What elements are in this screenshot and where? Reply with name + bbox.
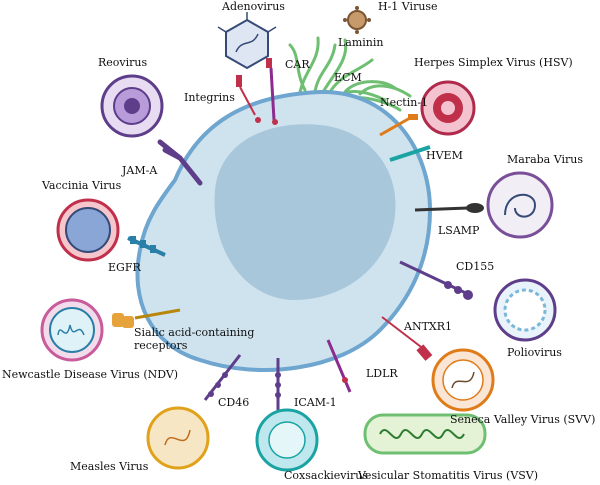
adenovirus-icon xyxy=(217,12,277,70)
reovirus-icon xyxy=(100,74,164,138)
car-receptor xyxy=(266,58,278,125)
ldlr-receptor xyxy=(326,339,352,393)
integrins-receptor xyxy=(236,75,261,123)
label-vaccinia: Vaccinia Virus xyxy=(41,179,122,192)
label-icam1: ICAM-1 xyxy=(294,396,337,409)
icam1-receptor xyxy=(275,358,281,410)
label-maraba: Maraba Virus xyxy=(507,153,583,166)
jama-receptor xyxy=(157,139,203,186)
h1-virus-icon xyxy=(343,6,371,34)
label-car: CAR xyxy=(285,58,310,71)
egfr-receptor xyxy=(127,236,166,257)
nectin1-receptor xyxy=(379,114,418,137)
maraba-virus-icon xyxy=(486,171,554,239)
vsv-icon xyxy=(363,413,487,455)
label-sialic-line1: Sialic acid-containing xyxy=(134,326,254,339)
label-poliovirus: Poliovirus xyxy=(507,346,562,359)
hsv-icon xyxy=(420,80,476,136)
label-svv: Seneca Valley Virus (SVV) xyxy=(450,413,595,426)
svv-icon xyxy=(431,348,495,412)
label-jama: JAM-A xyxy=(121,164,158,177)
label-antxr1: ANTXR1 xyxy=(403,320,452,333)
label-h1-virus: H-1 Viruse xyxy=(378,0,438,13)
label-sialic-line2: receptors xyxy=(134,339,188,352)
label-hvem: HVEM xyxy=(426,149,463,162)
label-ldlr: LDLR xyxy=(366,367,398,380)
label-measles: Measles Virus xyxy=(70,460,149,473)
label-cd155: CD155 xyxy=(456,260,494,273)
label-ecm: ECM xyxy=(334,71,362,84)
cd155-receptor xyxy=(399,260,473,300)
antxr1-receptor xyxy=(381,316,433,361)
vaccinia-virus-icon xyxy=(56,198,120,262)
label-reovirus: Reovirus xyxy=(98,56,147,69)
ecm-fibers xyxy=(288,36,412,112)
label-vsv: Vesicular Stomatitis Virus (VSV) xyxy=(357,469,538,482)
ndv-icon xyxy=(40,298,104,362)
label-egfr: EGFR xyxy=(108,261,141,274)
label-nectin1: Nectin-1 xyxy=(380,96,428,109)
cd46-receptor xyxy=(203,354,242,401)
sialic-receptor xyxy=(112,308,181,328)
label-adenovirus: Adenovirus xyxy=(221,0,285,13)
label-ndv: Newcastle Disease Virus (NDV) xyxy=(2,368,178,381)
label-laminin: Laminin xyxy=(338,36,384,49)
cell-nucleus xyxy=(214,124,396,301)
coxsackievirus-icon xyxy=(255,408,319,472)
label-lsamp: LSAMP xyxy=(438,224,480,237)
poliovirus-icon xyxy=(493,278,557,342)
lsamp-receptor xyxy=(414,203,484,213)
measles-virus-icon xyxy=(146,406,210,470)
label-cd46: CD46 xyxy=(218,396,249,409)
label-coxsackievirus: Coxsackievirus xyxy=(284,469,368,482)
hvem-receptor xyxy=(389,145,431,162)
label-integrins: Integrins xyxy=(184,91,235,104)
label-hsv: Herpes Simplex Virus (HSV) xyxy=(414,56,573,69)
